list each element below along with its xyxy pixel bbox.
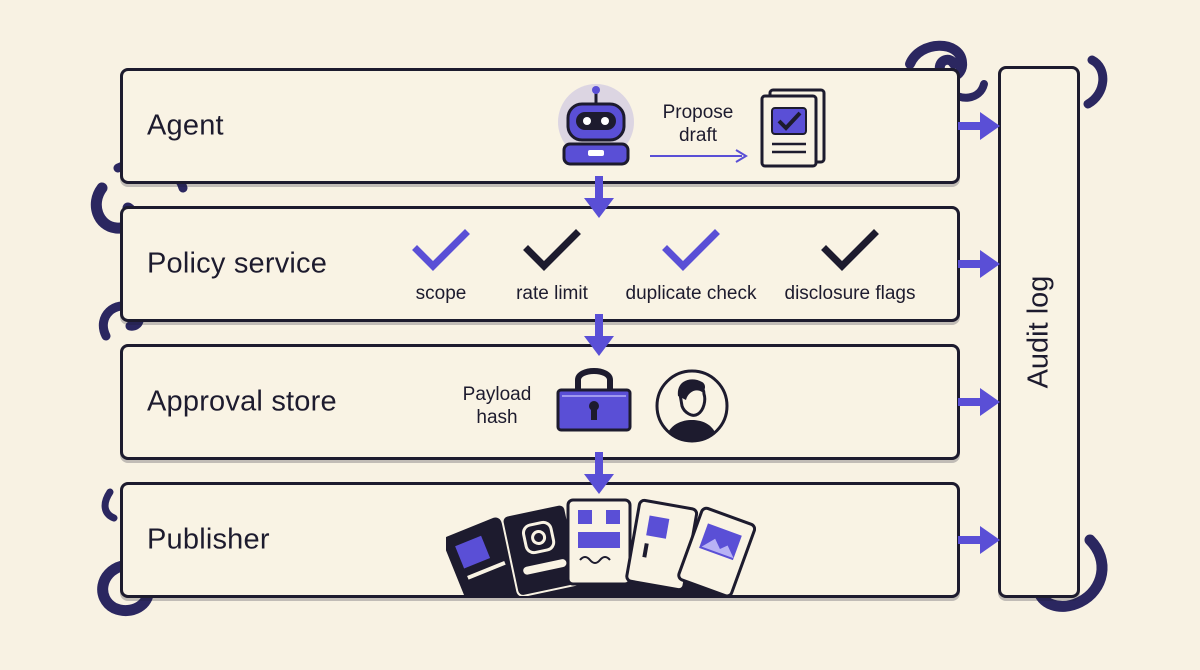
tentacle-decoration-right-top (1083, 55, 1108, 109)
audit-log-title: Audit log (1022, 275, 1055, 389)
draft-document-icon (760, 88, 826, 168)
approval-store-title: Approval store (147, 385, 337, 418)
tentacle-decoration-right-bottom (1032, 534, 1108, 612)
flow-down-arrow (584, 176, 614, 218)
robot-icon (558, 84, 634, 166)
checkmark-icon (821, 229, 879, 271)
checkmark-icon (523, 229, 581, 271)
reviewer-avatar-icon (655, 369, 729, 443)
publisher-title: Publisher (147, 523, 270, 556)
propose-arrow (650, 149, 748, 163)
flow-down-arrow (584, 314, 614, 356)
policy-check-label: scope (415, 283, 467, 304)
tentacle-decoration-left-bottom (97, 488, 154, 617)
audit-arrow (958, 250, 1000, 278)
lock-icon (556, 368, 632, 432)
audit-arrow (958, 112, 1000, 140)
social-channels-fan-icon (446, 498, 756, 596)
agent-lane: Agent (120, 68, 960, 184)
payload-hash-label: Payload hash (462, 384, 532, 428)
flow-down-arrow (584, 452, 614, 494)
policy-service-title: Policy service (147, 247, 328, 280)
policy-check-label: disclosure flags (784, 283, 916, 304)
audit-arrow (958, 526, 1000, 554)
policy-check-label: duplicate check (625, 283, 757, 304)
propose-draft-label: Propose draft (662, 102, 734, 146)
checkmark-icon (412, 229, 470, 271)
approval-store-lane: Approval store (120, 344, 960, 460)
policy-check-label: rate limit (516, 283, 588, 304)
audit-arrow (958, 388, 1000, 416)
checkmark-icon (662, 229, 720, 271)
audit-log-panel: Audit log (998, 66, 1080, 598)
agent-title: Agent (147, 109, 224, 142)
